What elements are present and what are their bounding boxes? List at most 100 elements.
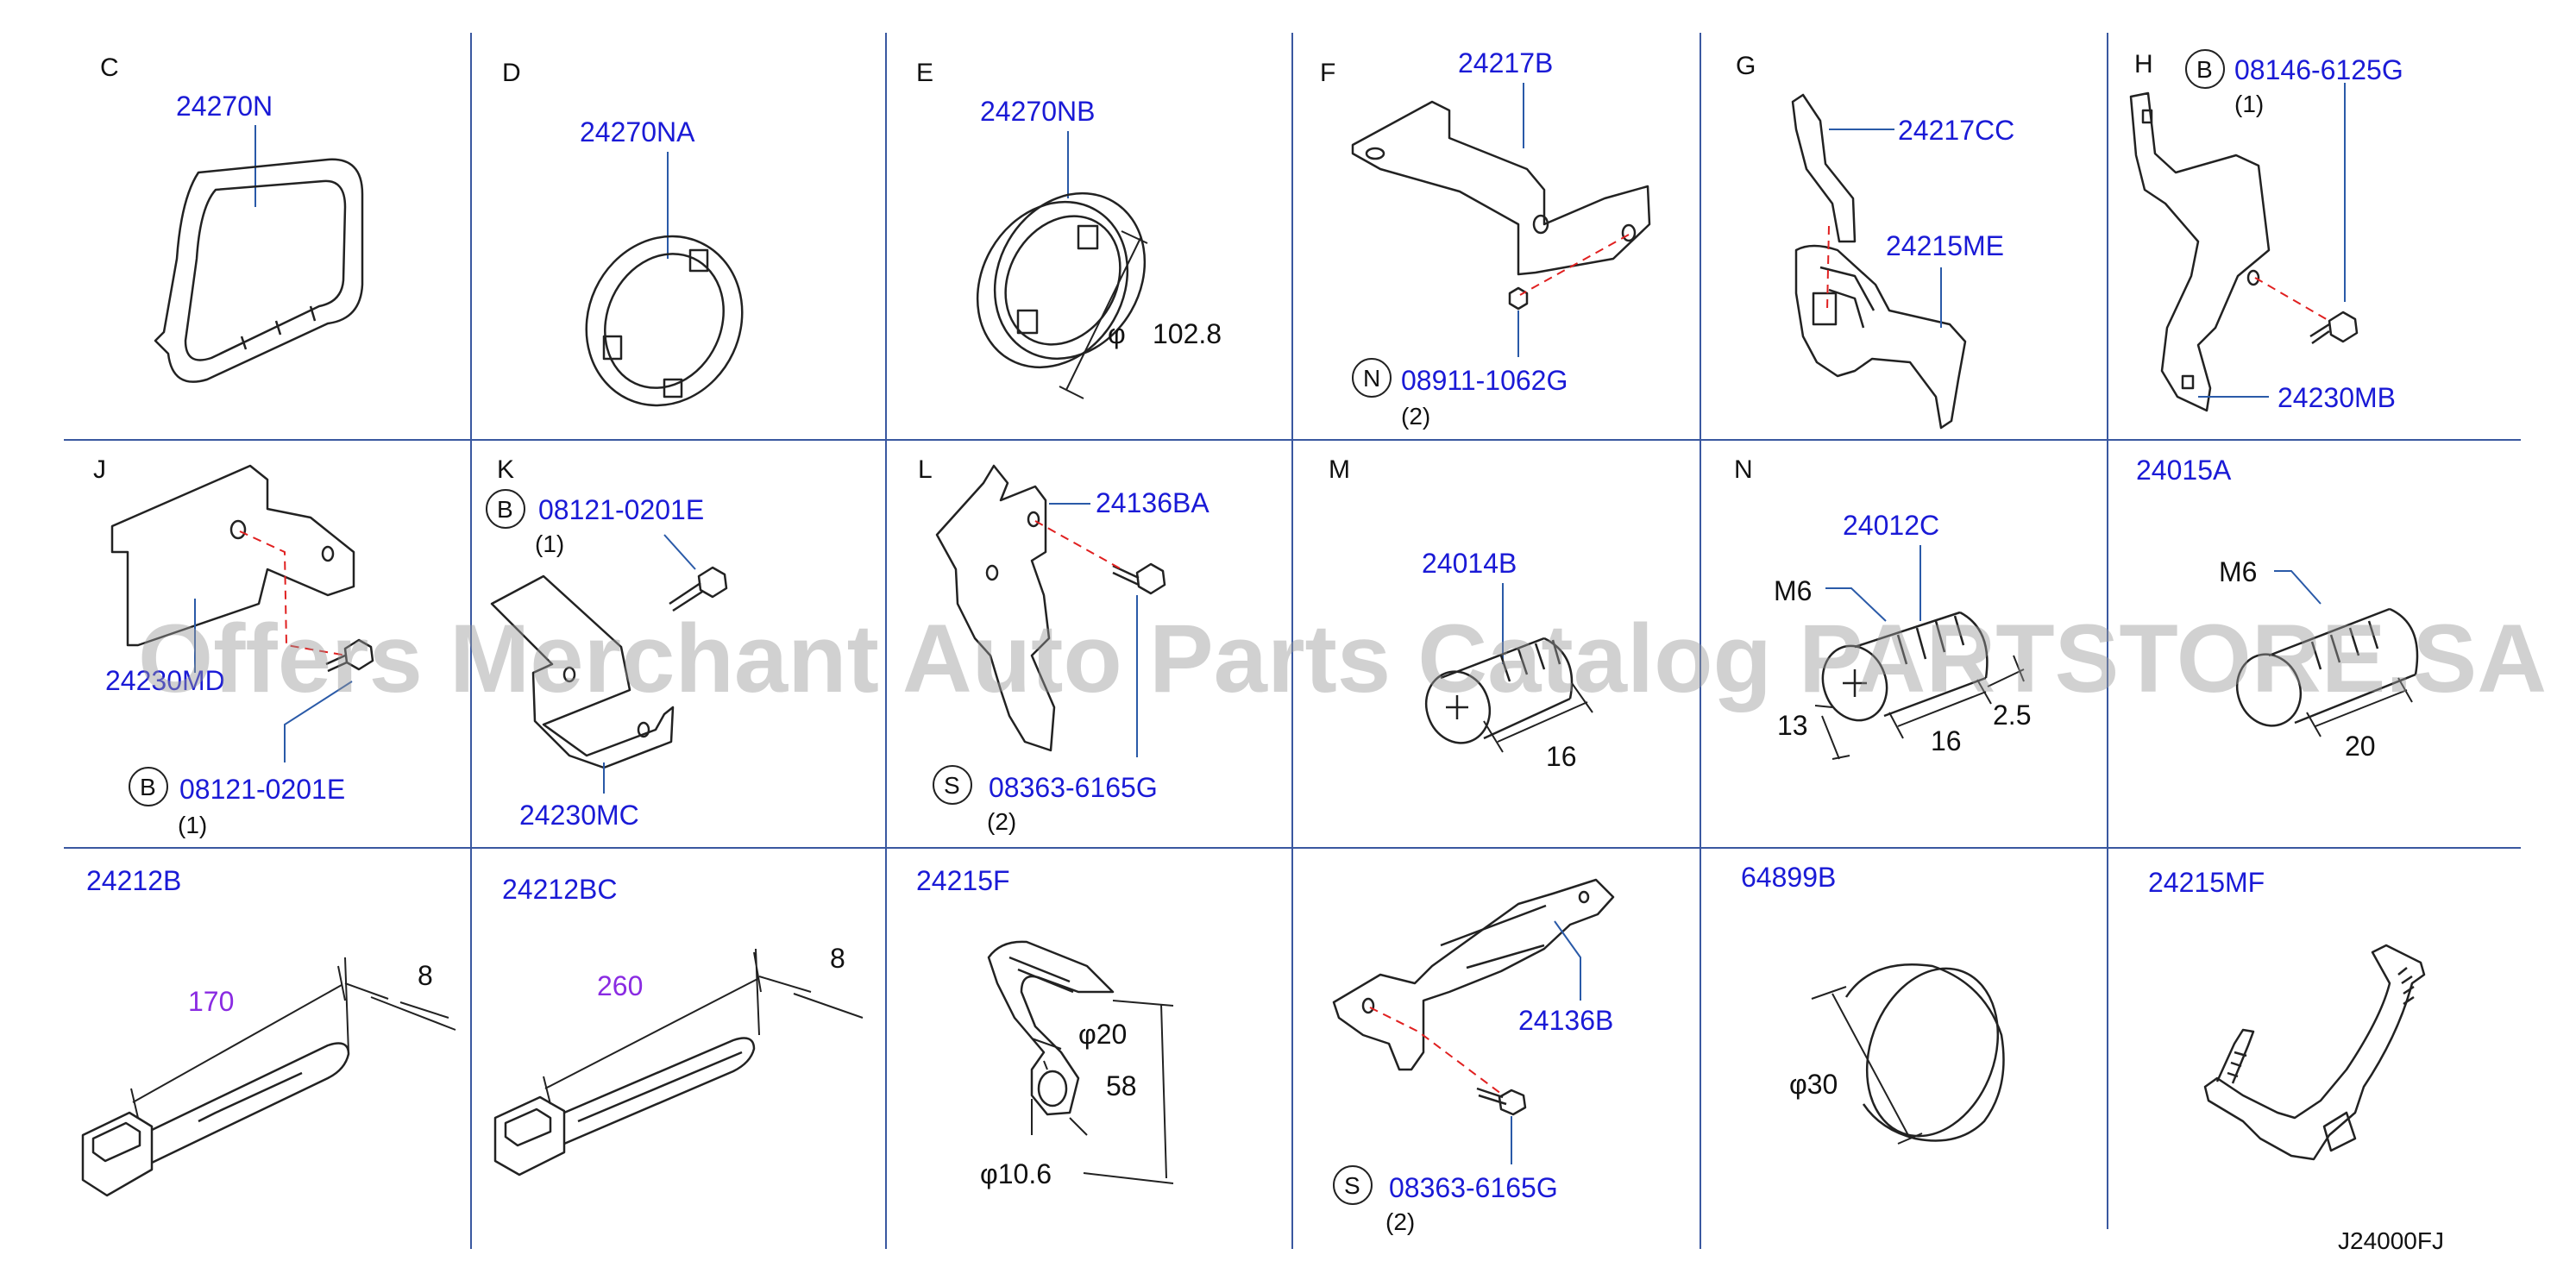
dimension-line xyxy=(2306,677,2413,737)
fastener-part-number[interactable]: 08363-6165G xyxy=(1389,1172,1558,1203)
fastener-qty: (2) xyxy=(1401,403,1430,430)
length-dimension: 260 xyxy=(597,970,643,1001)
dimension-line xyxy=(543,948,762,1105)
fastener-part-number[interactable]: 08363-6165G xyxy=(989,772,1158,803)
pin-dimension: φ10.6 xyxy=(980,1158,1052,1189)
cell-letter: L xyxy=(918,455,933,484)
length-dimension: 20 xyxy=(2345,731,2376,762)
cell-k[interactable]: K B 08121-0201E (1) 24230MC xyxy=(486,455,728,831)
fastener-part-number[interactable]: 08121-0201E xyxy=(179,774,345,805)
part-number-2[interactable]: 24215ME xyxy=(1886,230,2004,261)
length-dimension: 16 xyxy=(1931,725,1962,756)
cell-m[interactable]: M 24014B 16 xyxy=(1329,455,1593,772)
dimension-line xyxy=(130,957,349,1119)
dimension-line xyxy=(1987,655,2025,687)
cell-letter: K xyxy=(497,455,514,484)
fastener-code: B xyxy=(497,496,513,523)
part-number[interactable]: 24136B xyxy=(1518,1005,1613,1036)
dimension-line xyxy=(1083,1000,1174,1184)
part-number[interactable]: 24212B xyxy=(86,865,181,896)
cell-24215f[interactable]: 24215F φ20 58 φ10.6 xyxy=(916,865,1174,1189)
diameter-dimension: φ30 xyxy=(1789,1069,1838,1100)
cell-24215mf[interactable]: 24215MF xyxy=(2148,867,2426,1161)
cell-f[interactable]: F 24217B N 08911-1062G (2) xyxy=(1320,47,1651,430)
bracket-part xyxy=(110,464,374,673)
part-number[interactable]: 24215F xyxy=(916,865,1010,896)
part-number[interactable]: 24015A xyxy=(2136,455,2232,486)
cell-d[interactable]: D 24270NA xyxy=(502,59,770,431)
cell-24136b[interactable]: 24136B S 08363-6165G (2) xyxy=(1332,878,1615,1235)
dash-line xyxy=(2254,277,2330,322)
part-number[interactable]: 64899B xyxy=(1741,862,1836,893)
cell-g[interactable]: G 24217CC 24215ME xyxy=(1736,52,2014,430)
cable-tie-part xyxy=(81,1042,350,1197)
fastener-qty: (2) xyxy=(1385,1208,1415,1235)
clip-part xyxy=(1821,611,1989,722)
cell-h[interactable]: H B 08146-6125G (1) 24230MB xyxy=(2129,49,2403,413)
dimension-line xyxy=(1483,682,1593,753)
fastener-code: N xyxy=(1363,365,1380,392)
cell-n[interactable]: N 24012C M6 13 16 2.5 xyxy=(1734,455,2031,760)
part-number[interactable]: 24270N xyxy=(176,91,273,122)
cell-letter: G xyxy=(1736,52,1756,80)
cell-letter: F xyxy=(1320,59,1335,87)
clamp-part xyxy=(987,940,1115,1116)
height-dimension: 58 xyxy=(1106,1070,1137,1101)
bracket-part xyxy=(1332,878,1615,1116)
cell-letter: N xyxy=(1734,455,1753,484)
dimension-line xyxy=(1059,230,1148,399)
bracket-part xyxy=(2129,91,2359,412)
part-number[interactable]: 24230MD xyxy=(105,665,225,696)
cell-24212b[interactable]: 24212B 170 8 xyxy=(81,865,456,1197)
cell-l[interactable]: L 24136BA S 08363-6165G (2) xyxy=(918,455,1209,835)
head-dimension: 13 xyxy=(1777,710,1808,741)
drawing-code: J24000FJ xyxy=(2338,1227,2444,1254)
watermark: Offers Merchant Auto Parts Catalog PARTS… xyxy=(138,605,2547,712)
part-number[interactable]: 24230MB xyxy=(2278,382,2396,413)
cell-24212bc[interactable]: 24212BC 260 8 xyxy=(493,874,864,1176)
cell-c[interactable]: C 24270N xyxy=(100,53,364,383)
length-dimension: 170 xyxy=(188,986,234,1017)
cell-24015a[interactable]: 24015A M6 20 xyxy=(2136,455,2419,762)
fastener-code-badge xyxy=(2185,49,2225,89)
fastener-code-badge xyxy=(1333,1165,1373,1205)
dimension-line xyxy=(1888,679,1992,739)
grid xyxy=(64,33,2521,1249)
leader-line xyxy=(663,534,696,570)
strap-part xyxy=(2203,944,2426,1161)
fastener-part-number[interactable]: 08911-1062G xyxy=(1401,365,1568,396)
width-dimension: 8 xyxy=(418,960,433,991)
tip-dimension: 2.5 xyxy=(1993,700,2031,731)
dimension-line xyxy=(344,982,456,1031)
dimension-line xyxy=(1031,1099,1088,1136)
part-number[interactable]: 24014B xyxy=(1422,548,1517,579)
cell-letter: H xyxy=(2134,50,2153,78)
bracket-part xyxy=(1791,93,1967,430)
width-dimension: 8 xyxy=(830,943,845,974)
part-number[interactable]: 24215MF xyxy=(2148,867,2265,898)
dimension-line xyxy=(1814,705,1850,760)
leader-line xyxy=(2274,570,2322,605)
part-number[interactable]: 24217B xyxy=(1458,47,1553,78)
fastener-code-badge xyxy=(486,489,525,529)
fastener-part-number[interactable]: 08121-0201E xyxy=(538,494,704,525)
cell-j[interactable]: J 24230MD B 08121-0201E (1) xyxy=(93,455,374,838)
fastener-qty: (2) xyxy=(987,808,1016,835)
part-number[interactable]: 24217CC xyxy=(1898,115,2014,146)
thread-size: M6 xyxy=(1774,575,1812,606)
fastener-part-number[interactable]: 08146-6125G xyxy=(2234,54,2403,85)
plug-part xyxy=(1844,963,2005,1142)
thread-size: M6 xyxy=(2219,556,2257,587)
part-number[interactable]: 24012C xyxy=(1843,510,1939,541)
part-number[interactable]: 24270NB xyxy=(980,96,1095,127)
bracket-part xyxy=(490,566,728,769)
cell-e[interactable]: E 24270NB φ 102.8 xyxy=(916,59,1222,399)
part-number[interactable]: 24270NA xyxy=(580,116,695,147)
part-number[interactable]: 24230MC xyxy=(519,800,639,831)
fastener-code: S xyxy=(944,772,960,799)
part-number[interactable]: 24136BA xyxy=(1096,487,1209,518)
cell-64899b[interactable]: 64899B φ30 xyxy=(1741,862,2020,1155)
part-number[interactable]: 24212BC xyxy=(502,874,617,905)
fastener-code-badge xyxy=(1352,358,1392,398)
